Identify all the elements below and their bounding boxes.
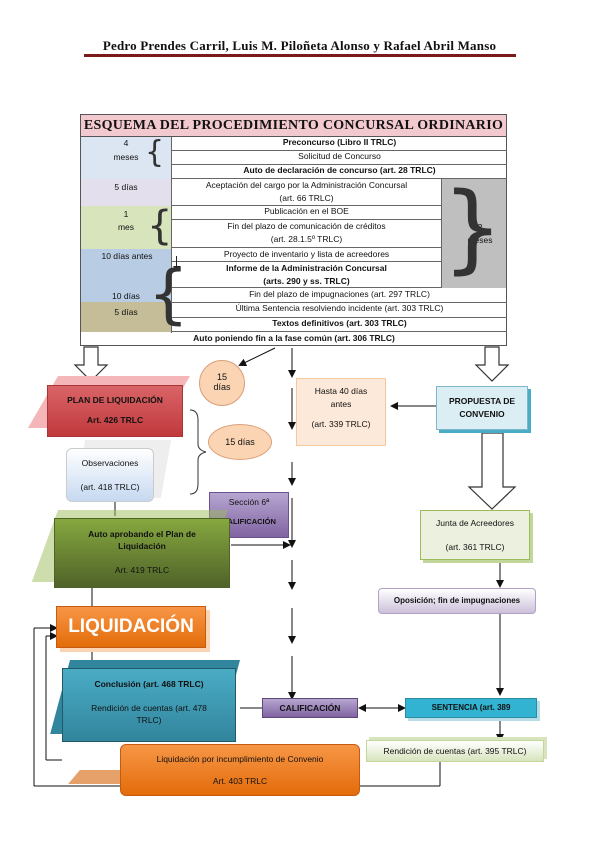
table-right-separator xyxy=(441,179,442,288)
oval-15-dias: 15 días xyxy=(208,424,272,460)
conclusion-line1: Conclusión (art. 468 TRLC) xyxy=(94,679,204,689)
label-2-meses: meses xyxy=(467,235,493,245)
table-left-block-steel xyxy=(81,249,171,302)
label-4: 4 xyxy=(123,138,129,148)
label-10-dias: 10 días xyxy=(112,291,140,301)
conclusion-line3: TRLC) xyxy=(136,715,162,725)
row-textos-definitivos: Textos definitivos (art. 303 TRLC) xyxy=(172,318,507,332)
row-preconcurso: Preconcurso (Libro II TRLC) xyxy=(172,137,507,151)
hasta-40-dias-box: Hasta 40 días antes (art. 339 TRLC) xyxy=(296,378,386,446)
arrow-informe xyxy=(176,256,177,268)
incumplimiento-art: Art. 403 TRLC xyxy=(212,776,268,786)
liquidacion-box: LIQUIDACIÓN xyxy=(56,606,206,648)
row-aceptacion: Aceptación del cargo por la Administraci… xyxy=(205,180,408,190)
observaciones-box: Observaciones (art. 418 TRLC) xyxy=(66,448,154,502)
observaciones-title: Observaciones xyxy=(81,458,139,468)
table-left-block-blue xyxy=(81,137,171,179)
row-publicacion: Publicación en el BOE xyxy=(172,206,441,220)
hasta-40-line1: Hasta 40 días xyxy=(314,386,368,396)
row-solicitud: Solicitud de Concurso xyxy=(172,151,507,165)
incumplimiento-box: Liquidación por incumplimiento de Conven… xyxy=(120,744,360,796)
row-ultima-sentencia: Última Sentencia resolviendo incidente (… xyxy=(172,303,507,318)
row-proyecto-inventario: Proyecto de inventario y lista de acreed… xyxy=(172,249,441,262)
label-2: 2 xyxy=(477,222,483,232)
header-rule xyxy=(84,54,516,57)
propuesta-convenio-box: PROPUESTA DE CONVENIO xyxy=(436,386,528,430)
plan-liquidacion-title: PLAN DE LIQUIDACIÓN xyxy=(67,395,163,405)
propuesta-line2: CONVENIO xyxy=(459,409,505,419)
row-informe-art: (arts. 290 y ss. TRLC) xyxy=(172,276,441,288)
table-title: ESQUEMA DEL PROCEDIMIENTO CONCURSAL ORDI… xyxy=(80,114,507,137)
table-col-separator xyxy=(171,137,172,333)
hasta-40-line3: (art. 339 TRLC) xyxy=(311,419,371,429)
label-10-dias-antes: 10 días antes xyxy=(101,251,153,261)
observaciones-art: (art. 418 TRLC) xyxy=(80,482,140,492)
junta-title: Junta de Acreedores xyxy=(436,518,514,528)
auto-plan-art: Art. 419 TRLC xyxy=(114,565,170,575)
plan-liquidacion-art: Art. 426 TRLC xyxy=(86,415,144,425)
seccion-6-sub: CALIFICACIÓN xyxy=(222,517,276,526)
brace-10-dias: { xyxy=(148,258,189,332)
brace-1-mes: { xyxy=(147,203,173,249)
label-1: 1 xyxy=(123,209,129,219)
rendicion-box: Rendición de cuentas (art. 395 TRLC) xyxy=(366,740,544,762)
junta-art: (art. 361 TRLC) xyxy=(445,542,505,552)
propuesta-line1: PROPUESTA DE xyxy=(448,396,516,406)
conclusion-box: Conclusión (art. 468 TRLC) Rendición de … xyxy=(62,668,236,742)
auto-plan-box: Auto aprobando el Plan de Liquidación Ar… xyxy=(54,518,230,588)
row-fin-plazo-creditos: Fin del plazo de comunicación de crédito… xyxy=(227,221,386,231)
brace-4-meses: { xyxy=(145,135,165,170)
oposicion-box: Oposición; fin de impugnaciones xyxy=(378,588,536,614)
label-mes: mes xyxy=(117,222,135,232)
table-left-block-green xyxy=(81,206,171,249)
table-right-block-gray xyxy=(441,179,507,288)
plan-liquidacion-box: PLAN DE LIQUIDACIÓN Art. 426 TRLC xyxy=(47,385,183,437)
label-meses: meses xyxy=(113,152,139,162)
bubble-15-dias-unit: días xyxy=(213,382,231,392)
bubble-15-dias: 15 días xyxy=(199,360,245,406)
incumplimiento-line1: Liquidación por incumplimiento de Conven… xyxy=(156,754,324,764)
junta-acreedores-box: Junta de Acreedores (art. 361 TRLC) xyxy=(420,510,530,560)
row-auto-declaracion: Auto de declaración de concurso (art. 28… xyxy=(172,165,507,179)
label-5-dias-b: 5 días xyxy=(114,307,138,317)
row-auto-fin-fase-comun: Auto poniendo fin a la fase común (art. … xyxy=(193,333,395,343)
row-informe: Informe de la Administración Concursal xyxy=(226,263,387,273)
bubble-15-dias-num: 15 xyxy=(216,372,227,382)
row-aceptacion-art: (art. 66 TRLC) xyxy=(172,193,441,206)
row-fin-plazo-art: (art. 28.1.5º TRLC) xyxy=(172,234,441,248)
label-5-dias: 5 días xyxy=(114,182,138,192)
auto-plan-line2: Liquidación xyxy=(118,541,166,551)
hasta-40-line2: antes xyxy=(330,399,352,409)
conclusion-line2: Rendición de cuentas (art. 478 xyxy=(91,703,207,713)
sentencia-box: SENTENCIA (art. 389 xyxy=(405,698,537,718)
arrow-informe-head xyxy=(173,266,181,271)
auto-plan-line1: Auto aprobando el Plan de xyxy=(88,529,196,539)
liquidacion-title: LIQUIDACIÓN xyxy=(68,616,194,637)
table-left-block-khaki xyxy=(81,302,171,332)
row-fin-impugnaciones: Fin del plazo de impugnaciones (art. 297… xyxy=(172,289,507,303)
seccion-6-title: Sección 6ª xyxy=(228,497,270,507)
page-header-authors: Pedro Prendes Carril, Luis M. Piloñeta A… xyxy=(102,38,497,53)
table-left-block-lilac xyxy=(81,179,171,206)
calificacion-box: CALIFICACIÓN xyxy=(262,698,358,718)
